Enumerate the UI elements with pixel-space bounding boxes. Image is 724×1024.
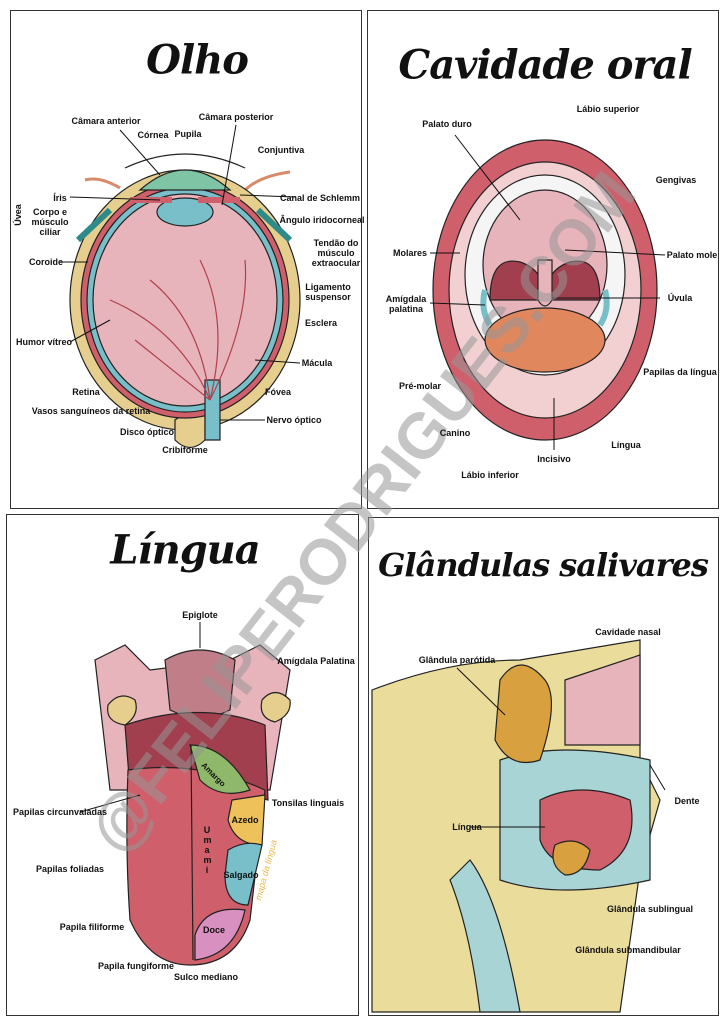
label-humor-vitreo: Humor vítreo — [15, 337, 73, 347]
label-canino: Canino — [439, 428, 471, 438]
label-glandula-parotida: Glândula parótida — [418, 655, 496, 665]
label-retina: Retina — [72, 387, 100, 397]
label-labio-inferior: Lábio inferior — [461, 470, 519, 480]
label-gengivas: Gengivas — [655, 175, 697, 185]
taste-doce: Doce — [202, 925, 226, 935]
label-molares: Molares — [392, 248, 428, 258]
label-tendao: Tendão do músculo extraocular — [311, 238, 361, 268]
taste-umami: Umami — [203, 825, 212, 875]
label-palato-duro: Palato duro — [422, 119, 472, 129]
label-coroide: Coroide — [28, 257, 64, 267]
label-fovea: Fóvea — [264, 387, 292, 397]
label-cavidade-nasal: Cavidade nasal — [595, 627, 661, 637]
label-glandula-sublingual: Glândula sublingual — [606, 904, 694, 914]
label-nervo-optico: Nervo óptico — [266, 415, 322, 425]
label-papila-filiforme: Papila filiforme — [59, 922, 125, 932]
label-lingua-oral: Língua — [611, 440, 641, 450]
label-iris: Íris — [53, 193, 67, 203]
title-cavidade-oral: Cavidade oral — [398, 41, 692, 89]
label-lingua-salivares: Língua — [452, 822, 482, 832]
label-incisivo: Incisivo — [537, 454, 571, 464]
label-cribiforme: Cribiforme — [162, 445, 208, 455]
label-amigdala-palatina-lingua: Amígdala Palatina — [277, 656, 355, 666]
leader-lines — [60, 124, 666, 828]
eye-illustration — [69, 153, 301, 449]
label-amigdala-palatina: Amígdala palatina — [385, 294, 427, 314]
label-pupila: Pupila — [174, 129, 202, 139]
title-olho: Olho — [146, 36, 249, 84]
title-lingua: Língua — [110, 526, 260, 574]
label-camara-posterior: Câmara posterior — [198, 112, 274, 122]
label-macula: Mácula — [301, 358, 333, 368]
label-angulo-iridocorneal: Ângulo iridocorneal — [279, 215, 365, 225]
label-papilas-foliadas: Papilas foliadas — [35, 864, 105, 874]
label-labio-superior: Lábio superior — [576, 104, 640, 114]
label-corpo-ciliar: Corpo e músculo ciliar — [31, 207, 69, 237]
label-canal-schlemm: Canal de Schlemm — [279, 193, 361, 203]
label-vasos: Vasos sanguíneos da retina — [31, 406, 151, 416]
taste-azedo: Azedo — [231, 815, 259, 825]
label-uvula: Úvula — [667, 293, 693, 303]
label-papila-fungiforme: Papila fungiforme — [97, 961, 175, 971]
mouth-illustration — [432, 139, 658, 441]
label-uvea: Úvea — [13, 204, 23, 226]
taste-salgado: Salgado — [223, 870, 259, 880]
title-glandulas-salivares: Glândulas salivares — [378, 546, 709, 584]
label-papilas-circunvaladas: Papilas circunvaladas — [12, 807, 108, 817]
label-esclera: Esclera — [304, 318, 338, 328]
label-camara-anterior: Câmara anterior — [71, 116, 141, 126]
head-section-illustration — [371, 639, 661, 1013]
label-cornea: Córnea — [137, 130, 169, 140]
tongue-illustration — [94, 644, 291, 966]
label-tonsilas-linguais: Tonsilas linguais — [271, 798, 345, 808]
label-ligamento-suspensor: Ligamento suspensor — [305, 282, 351, 302]
label-papilas-lingua: Papilas da língua — [643, 367, 717, 377]
label-conjuntiva: Conjuntiva — [257, 145, 305, 155]
label-pre-molar: Pré-molar — [398, 381, 442, 391]
label-palato-mole: Palato mole — [666, 250, 718, 260]
label-sulco-mediano: Sulco mediano — [173, 972, 239, 982]
label-epiglote: Epiglote — [182, 610, 218, 620]
label-disco-optico: Disco óptico — [119, 427, 175, 437]
label-glandula-submandibular: Glândula submandibular — [575, 945, 681, 955]
label-dente: Dente — [674, 796, 700, 806]
